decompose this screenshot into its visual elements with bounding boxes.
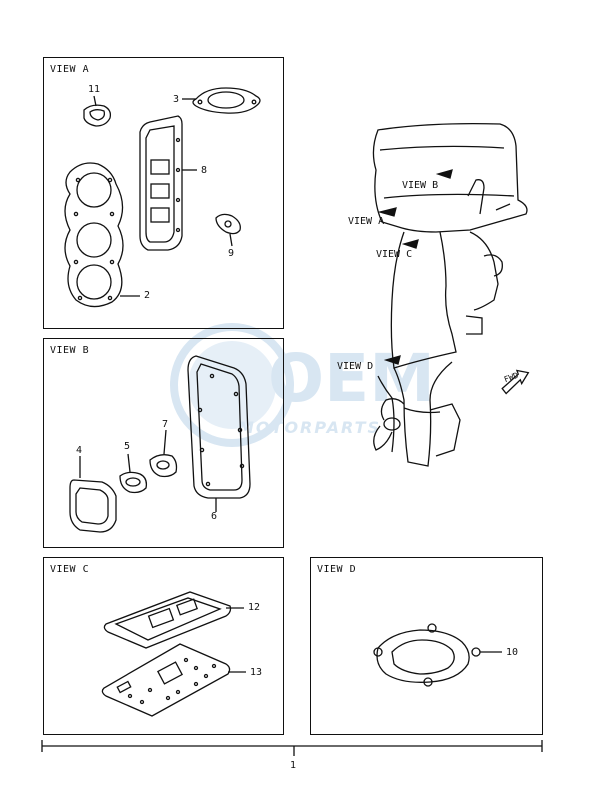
callout-2: 2 xyxy=(144,290,151,301)
engine-view-c-label: VIEW C xyxy=(376,249,413,260)
callout-12: 12 xyxy=(248,602,261,613)
outboard-engine-illustration xyxy=(372,122,530,467)
engine-view-b-label: VIEW B xyxy=(402,180,439,191)
large-cover-gasket xyxy=(187,355,251,512)
view-d-label: VIEW D xyxy=(317,564,357,575)
view-b-label: VIEW B xyxy=(50,345,90,356)
gasket-3 xyxy=(182,87,261,114)
callout-7: 7 xyxy=(162,419,169,430)
callout-5: 5 xyxy=(124,441,131,452)
view-b-panel xyxy=(43,338,284,548)
kit-bracket xyxy=(41,740,543,756)
callout-3: 3 xyxy=(173,94,180,105)
view-a-panel xyxy=(43,57,284,329)
callout-10: 10 xyxy=(506,647,519,658)
watermark-brand: OEM xyxy=(268,340,435,417)
gasket-9 xyxy=(215,213,241,247)
callout-6: 6 xyxy=(211,511,218,522)
callout-8: 8 xyxy=(201,165,208,176)
callout-4: 4 xyxy=(76,445,83,456)
view-d-panel xyxy=(310,557,543,735)
engine-view-d-label: VIEW D xyxy=(337,361,374,372)
view-c-label: VIEW C xyxy=(50,564,90,575)
gasket-10 xyxy=(373,623,502,687)
gasket-7 xyxy=(149,429,178,478)
callout-1: 1 xyxy=(290,760,297,771)
cylinder-head-gasket xyxy=(64,162,140,308)
callout-13: 13 xyxy=(250,667,263,678)
gasket-5 xyxy=(119,453,148,494)
watermark-sub: MOTORPARTS xyxy=(238,418,382,437)
exhaust-cover-gasket xyxy=(139,115,197,251)
gasket-13 xyxy=(101,643,246,717)
view-a-label: VIEW A xyxy=(50,64,90,75)
gasket-12 xyxy=(103,591,244,649)
gasket-11 xyxy=(83,95,112,127)
callout-11: 11 xyxy=(88,84,101,95)
engine-view-a-label: VIEW A xyxy=(348,216,385,227)
gasket-4 xyxy=(69,456,117,533)
view-c-panel xyxy=(43,557,284,735)
callout-9: 9 xyxy=(228,248,235,259)
